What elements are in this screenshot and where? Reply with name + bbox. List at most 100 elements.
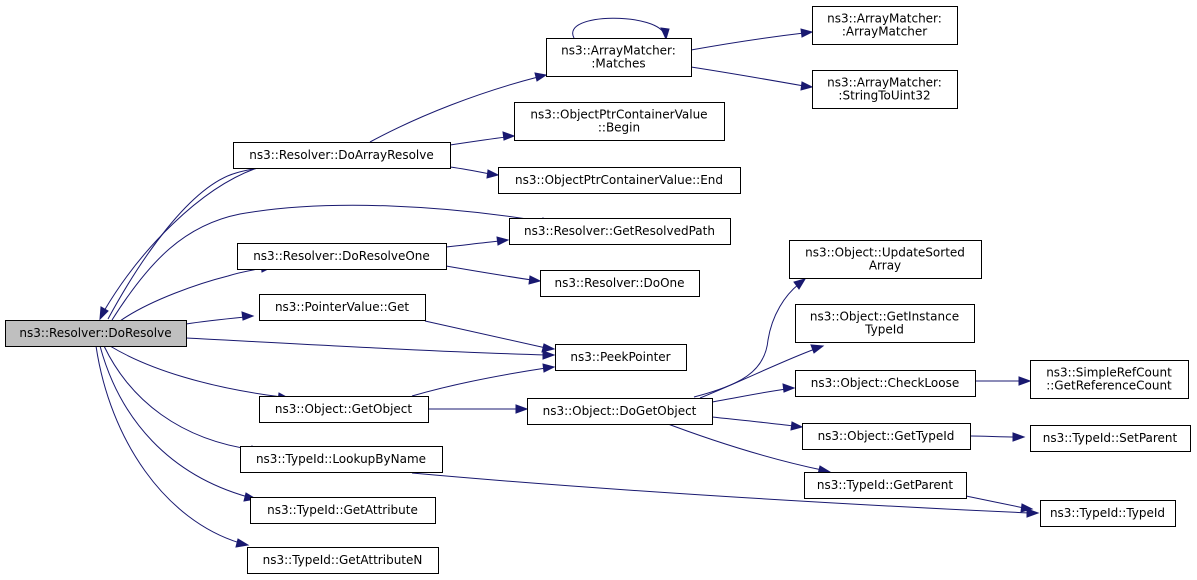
node-array-matcher-ctor[interactable]: ns3::ArrayMatcher::ArrayMatcher (812, 6, 958, 45)
node-object-ptr-container-begin[interactable]: ns3::ObjectPtrContainerValue::Begin (514, 102, 725, 141)
node-label: :StringToUint32 (838, 89, 930, 103)
node-label: ns3::ObjectPtrContainerValue (530, 108, 707, 122)
edge-dogetobject-to-updatesortedarray (693, 278, 807, 398)
node-box (795, 304, 975, 343)
edge-dogetobject-to-gettypeid (711, 416, 804, 431)
node-label: ns3::Object::UpdateSorted (805, 246, 965, 260)
edge-pointervalue-get-to-peekpointer (424, 320, 556, 353)
node-do-resolve[interactable]: ns3::Resolver::DoResolve (5, 320, 187, 347)
node-label: ns3::ArrayMatcher: (561, 44, 676, 58)
node-label: ns3::Object::GetObject (275, 402, 413, 416)
node-label: ns3::Resolver::GetResolvedPath (524, 224, 715, 238)
node-label: ns3::PointerValue::Get (275, 300, 409, 314)
node-pointer-value-get[interactable]: ns3::PointerValue::Get (259, 294, 426, 321)
node-box (237, 243, 447, 270)
edge-doresolveone-to-doone (445, 265, 542, 285)
node-label: :Matches (591, 57, 645, 71)
edge-gettypeid-to-setparent (969, 432, 1026, 442)
node-resolver-do-one[interactable]: ns3::Resolver::DoOne (540, 270, 700, 297)
node-label: ns3::TypeId::GetParent (817, 478, 953, 492)
edge-doresolve-to-pointervalue-get (185, 311, 255, 325)
node-object-do-get-object[interactable]: ns3::Object::DoGetObject (527, 398, 713, 425)
node-box (804, 472, 967, 499)
nodes-layer: ns3::Resolver::DoResolve ns3::Resolver::… (5, 6, 1191, 574)
node-simple-ref-count-get-reference-count[interactable]: ns3::SimpleRefCount::GetReferenceCount (1030, 360, 1189, 399)
node-label: ns3::SimpleRefCount (1046, 366, 1172, 380)
node-box (555, 344, 687, 371)
node-typeid-set-parent[interactable]: ns3::TypeId::SetParent (1030, 425, 1191, 452)
node-label: ns3::ArrayMatcher: (827, 76, 942, 90)
node-object-ptr-container-end[interactable]: ns3::ObjectPtrContainerValue::End (498, 167, 741, 194)
node-box (527, 398, 713, 425)
node-box (1030, 360, 1189, 399)
node-label: ns3::ObjectPtrContainerValue::End (515, 173, 723, 187)
node-box (259, 294, 426, 321)
node-box (498, 167, 741, 194)
node-label: TypeId (864, 323, 904, 337)
node-label: ns3::Object::GetInstance (810, 310, 959, 324)
node-typeid-get-attribute[interactable]: ns3::TypeId::GetAttribute (250, 497, 436, 524)
edge-doarrayresolve-to-matches (369, 72, 548, 143)
node-peek-pointer[interactable]: ns3::PeekPointer (555, 344, 687, 371)
node-label: ns3::Object::CheckLoose (811, 376, 959, 390)
node-label: ns3::TypeId::GetAttribute (267, 503, 418, 517)
node-label: ::Begin (598, 121, 640, 135)
node-resolver-get-resolved-path[interactable]: ns3::Resolver::GetResolvedPath (509, 218, 731, 245)
edge-getobject-to-peekpointer (411, 363, 556, 397)
edge-doarrayresolve-to-begin (449, 131, 516, 146)
edge-matches-to-stringtouint32 (690, 66, 814, 91)
node-label: ns3::TypeId::GetAttributeN (263, 553, 423, 567)
edge-matches-selfloop (572, 17, 670, 41)
node-object-check-loose[interactable]: ns3::Object::CheckLoose (795, 370, 976, 397)
node-label: ns3::Object::GetTypeId (818, 429, 955, 443)
node-typeid-get-attribute-n[interactable]: ns3::TypeId::GetAttributeN (247, 547, 439, 574)
node-label: ns3::Object::DoGetObject (543, 404, 697, 418)
node-label: ns3::TypeId::TypeId (1050, 506, 1165, 520)
node-box (1030, 425, 1191, 452)
node-box (546, 38, 692, 77)
node-box (812, 6, 958, 45)
node-label: Array (869, 259, 901, 273)
node-box (812, 70, 958, 109)
node-box (240, 446, 443, 473)
edge-doarrayresolve-to-doresolve (99, 167, 258, 321)
node-typeid-typeid[interactable]: ns3::TypeId::TypeId (1040, 500, 1176, 527)
node-do-resolve-one[interactable]: ns3::Resolver::DoResolveOne (237, 243, 447, 270)
edge-doresolve-to-lookupbyname (103, 345, 265, 455)
edge-lookupbyname-to-typeid (411, 472, 1040, 518)
node-box (789, 240, 982, 279)
edge-getobject-to-dogetobject (428, 404, 529, 414)
node-box (5, 320, 187, 347)
node-do-array-resolve[interactable]: ns3::Resolver::DoArrayResolve (233, 142, 451, 169)
node-label: ns3::PeekPointer (570, 350, 670, 364)
node-label: ns3::Resolver::DoOne (555, 276, 685, 290)
node-label: ::GetReferenceCount (1046, 379, 1172, 393)
edge-dogetobject-to-checkloose (711, 383, 796, 403)
edge-doresolve-to-doresolveone (119, 263, 274, 322)
node-box (514, 102, 725, 141)
node-label: ns3::TypeId::SetParent (1043, 431, 1178, 445)
node-box (247, 547, 439, 574)
edge-doresolve-to-peekpointer (185, 337, 556, 360)
node-box (259, 396, 429, 423)
edge-doresolveone-to-getresolvedpath (445, 236, 510, 248)
node-label: :ArrayMatcher (842, 25, 927, 39)
edge-doresolve-to-getobject (109, 345, 292, 402)
node-box (250, 497, 436, 524)
node-array-matcher-matches[interactable]: ns3::ArrayMatcher::Matches (546, 38, 692, 77)
node-typeid-lookup-by-name[interactable]: ns3::TypeId::LookupByName (240, 446, 443, 473)
edge-checkloose-to-getreferencecount (975, 376, 1032, 386)
node-box (1040, 500, 1176, 527)
node-array-matcher-string-to-uint32[interactable]: ns3::ArrayMatcher::StringToUint32 (812, 70, 958, 109)
node-typeid-get-parent[interactable]: ns3::TypeId::GetParent (804, 472, 967, 499)
node-label: ns3::TypeId::LookupByName (256, 452, 426, 466)
node-box (509, 218, 731, 245)
edge-doresolve-to-getattribute (99, 345, 258, 502)
edge-getparent-to-typeid (965, 495, 1034, 513)
node-object-get-object[interactable]: ns3::Object::GetObject (259, 396, 429, 423)
node-object-get-type-id[interactable]: ns3::Object::GetTypeId (802, 423, 971, 450)
edge-dogetobject-to-getinstancetypeid (699, 344, 825, 399)
